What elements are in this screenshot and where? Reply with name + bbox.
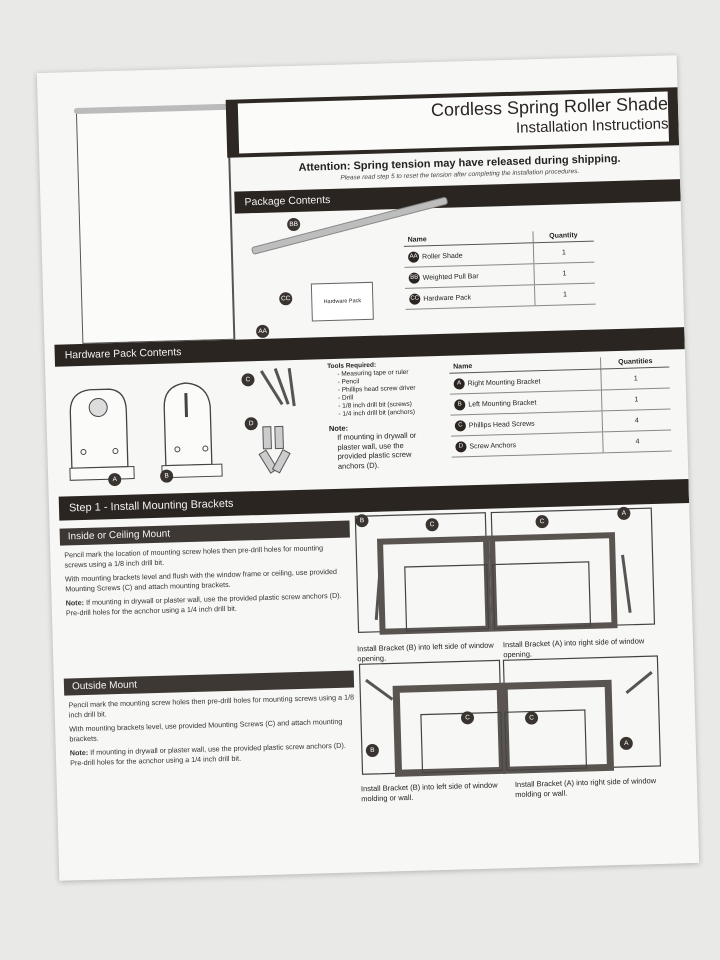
outside-mount-text: Pencil mark the mounting screw holes the…	[68, 692, 360, 767]
item-qty: 1	[533, 262, 595, 285]
item-qty: 4	[602, 409, 672, 432]
hardware-pack-box-label: Hardware Pack	[323, 298, 362, 306]
inside-note-label: Note:	[65, 597, 85, 608]
item-qty: 4	[602, 430, 672, 453]
package-contents-heading: Package Contents	[244, 193, 331, 209]
tools-list: - Measuring tape or ruler - Pencil - Phi…	[327, 368, 438, 419]
item-qty: 1	[532, 241, 595, 264]
inside-mount-diagrams	[354, 507, 656, 635]
item-name: Left Mounting Bracket	[468, 399, 537, 409]
item-qty: 1	[534, 283, 596, 306]
callout-bb: BB	[286, 217, 301, 232]
inside-paragraph-1: Pencil mark the location of mounting scr…	[64, 543, 324, 570]
callout-cc: CC	[279, 292, 293, 306]
outside-caption-left: Install Bracket (B) into left side of wi…	[360, 780, 498, 803]
roller-shade-illustration	[75, 107, 236, 344]
callout-aa: AA	[255, 324, 270, 339]
instruction-sheet: Cordless Spring Roller Shade Installatio…	[36, 55, 700, 881]
item-code-badge: BB	[408, 271, 420, 284]
item-name: Weighted Pull Bar	[422, 272, 479, 282]
inside-paragraph-2: With mounting brackets level and flush w…	[64, 566, 338, 593]
item-code-badge: CC	[409, 292, 421, 305]
outside-mount-heading: Outside Mount	[71, 679, 138, 693]
inside-mount-text: Pencil mark the location of mounting scr…	[64, 543, 348, 618]
item-code-badge: AA	[407, 250, 420, 263]
inside-note-text: If mounting in drywall or plaster wall, …	[65, 590, 342, 617]
item-name: Screw Anchors	[469, 441, 517, 451]
item-code-badge: A	[453, 377, 465, 390]
item-qty: 1	[601, 388, 671, 411]
outside-mount-bar: Outside Mount	[63, 670, 355, 696]
outside-paragraph-1: Pencil mark the mounting screw holes the…	[68, 692, 355, 719]
outside-note-text: If mounting in drywall or plaster wall, …	[69, 740, 346, 767]
note-text: If mounting in drywall or plaster wall, …	[337, 430, 417, 471]
item-name: Hardware Pack	[423, 293, 472, 303]
item-code-badge: D	[455, 440, 467, 453]
outside-note-label: Note:	[69, 747, 89, 758]
tools-required: Tools Required: - Measuring tape or rule…	[327, 360, 440, 471]
outside-caption-right: Install Bracket (A) into right side of w…	[514, 776, 657, 799]
screws-and-anchors-illustration	[258, 367, 296, 474]
outside-mount-diagrams	[358, 655, 662, 777]
item-name: Right Mounting Bracket	[467, 377, 541, 388]
item-code-badge: C	[454, 419, 466, 432]
item-name: Phillips Head Screws	[468, 420, 535, 430]
package-contents-bar: Package Contents	[234, 179, 681, 214]
item-name: Roller Shade	[422, 252, 463, 261]
step1-heading: Step 1 - Install Mounting Brackets	[68, 497, 234, 515]
inside-mount-bar: Inside or Ceiling Mount	[59, 520, 350, 546]
item-qty: 1	[601, 367, 670, 390]
hardware-pack-box: Hardware Pack	[310, 281, 374, 322]
tool-item: - 1/4 inch drill bit (anchors)	[338, 408, 416, 418]
item-code-badge: B	[454, 398, 466, 411]
hardware-pack-heading: Hardware Pack Contents	[64, 346, 182, 362]
inside-mount-heading: Inside or Ceiling Mount	[67, 528, 171, 543]
inside-note: Note: If mounting in drywall or plaster …	[66, 591, 348, 618]
mounting-brackets-illustration	[69, 382, 223, 481]
outside-paragraph-2: With mounting brackets level, use provid…	[69, 716, 343, 743]
outside-note: Note: If mounting in drywall or plaster …	[70, 740, 360, 767]
